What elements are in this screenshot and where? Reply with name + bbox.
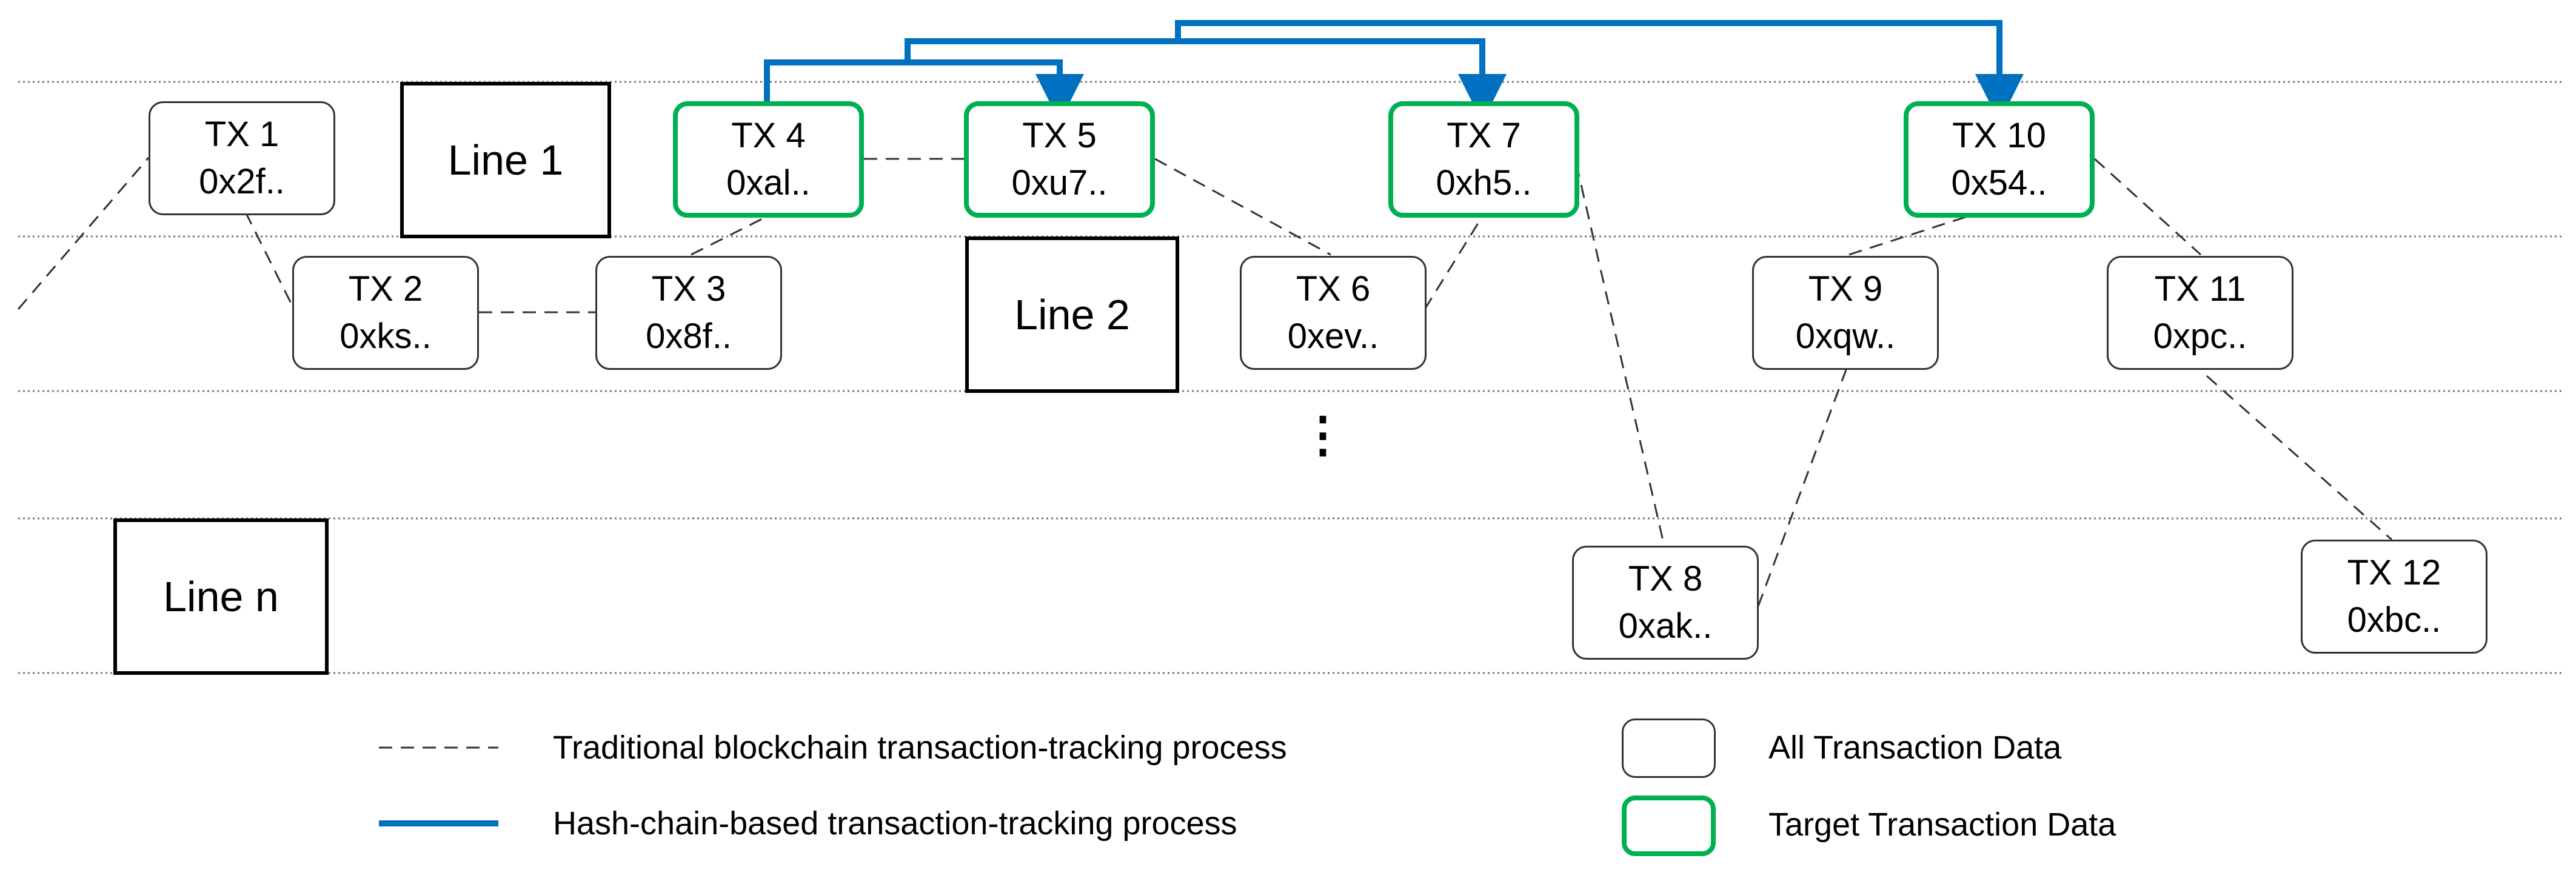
tx-hash: 0x2f.. (199, 162, 285, 201)
tx-box-10: TX 10 0x54.. (1904, 101, 2095, 218)
tx-box-5: TX 5 0xu7.. (964, 101, 1155, 218)
tx-hash: 0x54.. (1951, 163, 2047, 203)
legend-target-swatch (1622, 796, 1716, 856)
tx-hash: 0xqw.. (1795, 317, 1896, 356)
tx-box-4: TX 4 0xal.. (673, 101, 864, 218)
tx-label: TX 2 (348, 269, 423, 309)
tx-hash: 0xpc.. (2153, 317, 2247, 356)
connector-line (1575, 163, 1665, 546)
hash-chain-line (905, 38, 1507, 122)
connector-line (17, 157, 150, 310)
legend-traditional-label: Traditional blockchain transaction-track… (553, 729, 1287, 766)
tx-label: TX 8 (1628, 559, 1703, 598)
tx-label: TX 10 (1952, 116, 2046, 155)
lane-separators (18, 81, 2561, 674)
tx-hash: 0xu7.. (1011, 163, 1108, 203)
lane-label-line-1: Line 1 (400, 82, 611, 238)
connector-line (244, 212, 295, 310)
legend-target-label: Target Transaction Data (1768, 806, 2116, 843)
continuation-dots: ⋮ (1299, 407, 1347, 461)
lane-label-line-2: Line 2 (965, 236, 1179, 393)
connector-line (1423, 216, 1484, 310)
tx-label: TX 6 (1296, 269, 1371, 309)
tx-box-7: TX 7 0xh5.. (1388, 101, 1579, 218)
tx-hash: 0x8f.. (646, 317, 732, 356)
tx-label: TX 3 (651, 269, 726, 309)
tx-hash: 0xak.. (1618, 606, 1713, 646)
tx-box-8: TX 8 0xak.. (1572, 546, 1759, 660)
tx-box-11: TX 11 0xpc.. (2107, 256, 2293, 370)
hash-chain-line (764, 59, 1084, 122)
hash-chain-connectors (764, 20, 2024, 122)
connector-line (1154, 158, 1331, 256)
traditional-connectors (17, 157, 2392, 607)
connector-line (1757, 369, 1847, 607)
tx-hash: 0xev.. (1287, 317, 1379, 356)
tx-box-3: TX 3 0x8f.. (595, 256, 782, 370)
hash-chain-line (1175, 20, 2024, 122)
legend-hashchain-label: Hash-chain-based transaction-tracking pr… (553, 805, 1237, 842)
tx-box-1: TX 1 0x2f.. (149, 101, 335, 215)
connector-line (2206, 375, 2392, 541)
tx-box-2: TX 2 0xks.. (292, 256, 479, 370)
tx-hash: 0xal.. (726, 163, 811, 203)
tx-box-9: TX 9 0xqw.. (1752, 256, 1939, 370)
tx-hash: 0xks.. (340, 317, 432, 356)
legend-all-swatch (1622, 719, 1716, 778)
tx-label: TX 7 (1447, 116, 1521, 155)
tx-box-12: TX 12 0xbc.. (2301, 540, 2487, 654)
tx-label: TX 1 (204, 115, 279, 154)
tx-label: TX 9 (1808, 269, 1883, 309)
connector-line (2093, 158, 2202, 256)
tx-label: TX 11 (2154, 269, 2246, 309)
tx-label: TX 5 (1022, 116, 1097, 155)
lane-label-line-n: Line n (113, 518, 329, 675)
tx-box-6: TX 6 0xev.. (1240, 256, 1427, 370)
tx-hash: 0xh5.. (1436, 163, 1532, 203)
tx-hash: 0xbc.. (2347, 600, 2441, 640)
connector-line (691, 215, 768, 256)
tx-label: TX 12 (2347, 553, 2441, 592)
tx-label: TX 4 (731, 116, 806, 155)
legend-all-label: All Transaction Data (1768, 729, 2062, 766)
